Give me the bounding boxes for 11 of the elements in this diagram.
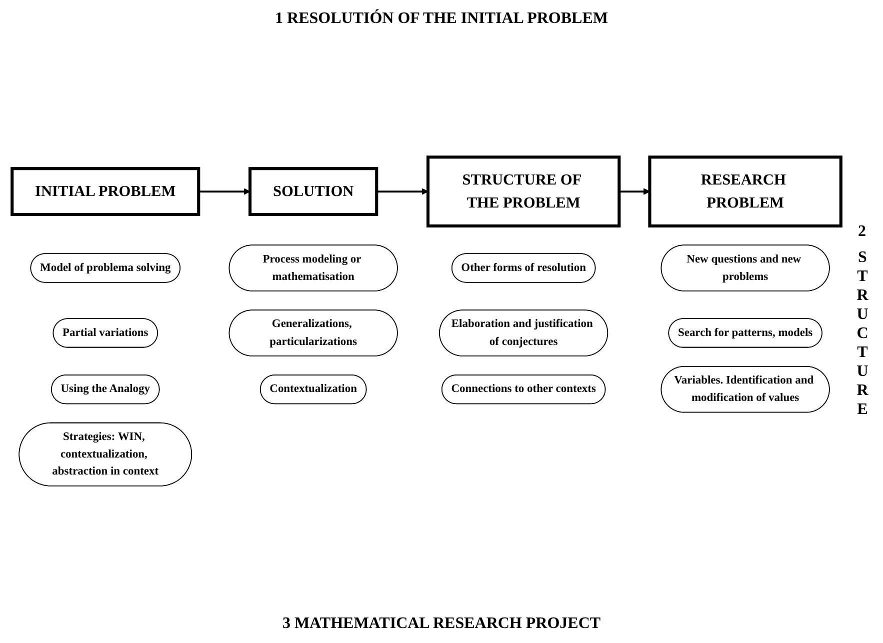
node-box: SOLUTION bbox=[248, 167, 378, 216]
section-label: 1 RESOLUTIÓN OF THE INITIAL PROBLEM bbox=[275, 10, 608, 28]
node-box: INITIAL PROBLEM bbox=[10, 167, 200, 216]
arrow bbox=[619, 188, 650, 195]
section-label: STRUCTURE bbox=[853, 249, 871, 420]
section-label: 2 bbox=[858, 223, 866, 241]
section-label: 3 MATHEMATICAL RESEARCH PROJECT bbox=[282, 615, 601, 633]
arrow bbox=[198, 188, 250, 195]
node-box: RESEARCH PROBLEM bbox=[648, 156, 842, 228]
arrow bbox=[376, 188, 428, 195]
node-box: STRUCTURE OF THE PROBLEM bbox=[426, 156, 621, 228]
